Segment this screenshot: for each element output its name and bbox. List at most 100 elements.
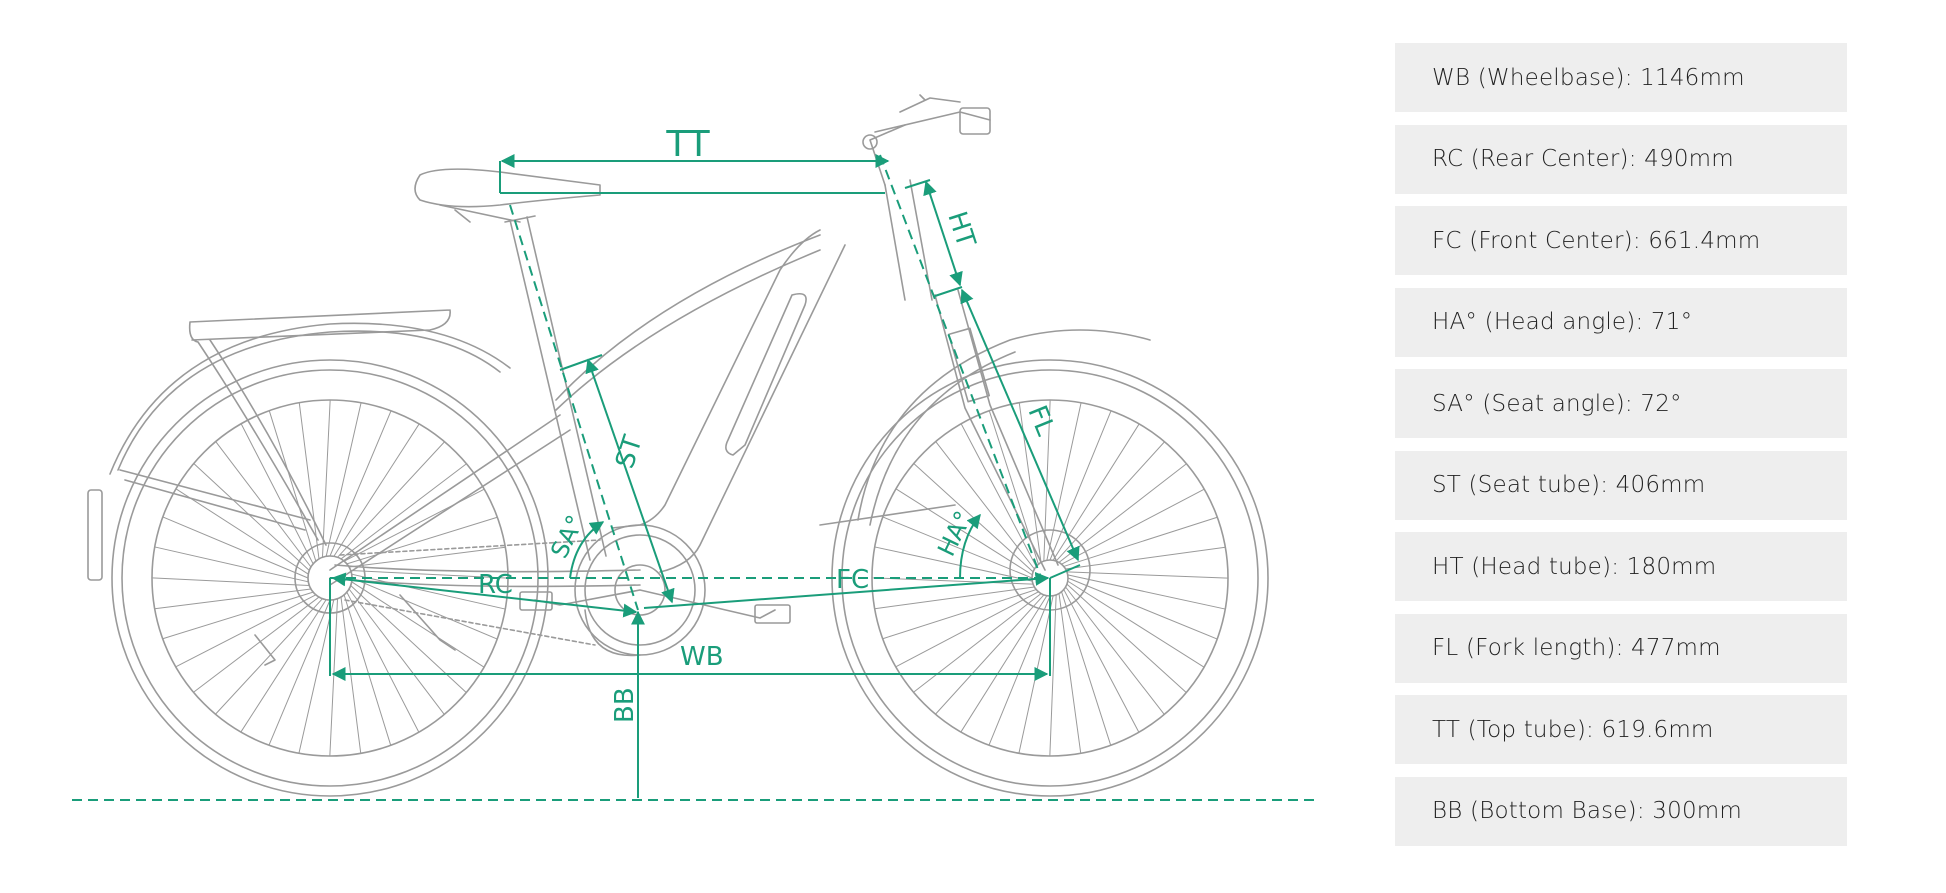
spoke: [268, 599, 331, 746]
spoke: [214, 598, 323, 715]
spoke: [321, 399, 331, 558]
bike-geometry-diagram: TT HT FL ST SA° HA° RC FC WB BB: [72, 94, 1315, 801]
spoke: [175, 594, 317, 668]
spec-row-ha: HA° (Head angle): 71°: [1395, 287, 1847, 357]
spoke: [154, 546, 309, 583]
spoke: [333, 423, 420, 557]
seatpost-clamp: [504, 215, 536, 223]
spoke: [1058, 463, 1187, 563]
spoke: [1067, 580, 1205, 668]
spec-text: SA° (Seat angle): 72°: [1432, 390, 1682, 417]
stem: [869, 124, 906, 186]
seat-tube: [509, 216, 607, 561]
spoke: [193, 462, 310, 571]
spoke: [329, 410, 392, 557]
spec-row-st: ST (Seat tube): 406mm: [1395, 450, 1847, 520]
spoke: [1049, 410, 1112, 561]
st-line: [585, 358, 675, 604]
battery: [725, 292, 807, 456]
spoke: [151, 577, 310, 587]
spoke: [298, 402, 320, 560]
spoke: [1063, 589, 1140, 733]
spoke: [240, 423, 314, 565]
label-rc: RC: [478, 570, 513, 600]
spec-row-wb: WB (Wheelbase): 1146mm: [1395, 43, 1847, 112]
handlebar: [874, 94, 991, 133]
spoke: [895, 591, 1039, 668]
spoke: [882, 516, 1033, 579]
spoke: [1065, 546, 1226, 570]
ha-arc: [959, 513, 981, 579]
spec-text: HT (Head tube): 180mm: [1432, 553, 1717, 580]
spoke: [346, 516, 498, 565]
spoke: [348, 588, 445, 715]
spoke: [340, 596, 362, 754]
spoke: [298, 599, 335, 754]
spoke: [1061, 591, 1112, 746]
spec-row-tt: TT (Top tube): 619.6mm: [1395, 695, 1847, 764]
bike-sketch: [87, 94, 1269, 797]
spoke: [193, 596, 320, 693]
spoke: [988, 595, 1051, 746]
spoke: [874, 546, 1033, 582]
spec-text: RC (Rear Center): 490mm: [1432, 146, 1734, 172]
rear-light: [87, 489, 103, 581]
label-fl: FL: [1022, 401, 1061, 440]
down-tube: [611, 229, 846, 573]
label-tt: TT: [665, 124, 710, 165]
spec-text: WB (Wheelbase): 1146mm: [1432, 64, 1745, 91]
label-sa: SA°: [545, 511, 590, 563]
spoke: [154, 588, 312, 610]
spoke: [882, 589, 1037, 640]
spec-text: HA° (Head angle): 71°: [1432, 309, 1693, 335]
spec-text: TT (Top tube): 619.6mm: [1432, 716, 1714, 743]
spoke: [1063, 516, 1218, 567]
spoke: [1065, 586, 1165, 715]
spec-text: FL (Fork length): 477mm: [1432, 635, 1721, 661]
spoke: [1058, 593, 1082, 754]
spec-row-bb: BB (Bottom Base): 300mm: [1395, 776, 1847, 846]
ht-line: [923, 180, 963, 287]
seat-stay: [329, 414, 571, 586]
spoke: [1052, 423, 1140, 561]
spec-row-ht: HT (Head tube): 180mm: [1395, 532, 1847, 601]
spoke: [343, 594, 392, 746]
saddle: [414, 168, 601, 208]
spec-text: BB (Bottom Base): 300mm: [1432, 798, 1742, 824]
rc-line: [331, 572, 638, 618]
spoke: [960, 595, 1048, 733]
spoke: [934, 594, 1045, 715]
fl-line: [960, 288, 1080, 562]
spoke: [348, 546, 506, 568]
spec-text: FC (Front Center): 661.4mm: [1432, 227, 1761, 254]
spoke: [325, 402, 362, 557]
spoke: [1066, 571, 1229, 579]
spoke: [215, 441, 312, 568]
spoke: [1049, 594, 1057, 757]
spec-text: ST (Seat tube): 406mm: [1432, 472, 1706, 498]
spoke: [162, 591, 314, 640]
head-tube: [884, 179, 933, 301]
spoke: [268, 410, 317, 562]
spec-row-fl: FL (Fork length): 477mm: [1395, 613, 1847, 683]
spec-row-fc: FC (Front Center): 661.4mm: [1395, 206, 1847, 275]
spoke: [346, 591, 420, 733]
geometry-overlay: [72, 154, 1315, 801]
spoke: [337, 441, 446, 558]
spoke: [351, 577, 498, 640]
spoke: [1067, 574, 1226, 610]
spec-row-sa: SA° (Seat angle): 72°: [1395, 369, 1847, 438]
sa-arc: [569, 521, 605, 579]
rear-fender: [117, 330, 501, 471]
spec-row-rc: RC (Rear Center): 490mm: [1395, 124, 1847, 194]
label-bb: BB: [610, 687, 640, 723]
label-wb: WB: [680, 642, 724, 672]
spoke: [1067, 577, 1218, 640]
front-fender: [857, 329, 1151, 526]
spoke: [874, 586, 1035, 610]
spoke: [1055, 441, 1166, 562]
spoke: [351, 581, 485, 668]
spoke: [1066, 583, 1187, 694]
top-tube: [555, 234, 821, 411]
rear-rack: [188, 309, 451, 546]
